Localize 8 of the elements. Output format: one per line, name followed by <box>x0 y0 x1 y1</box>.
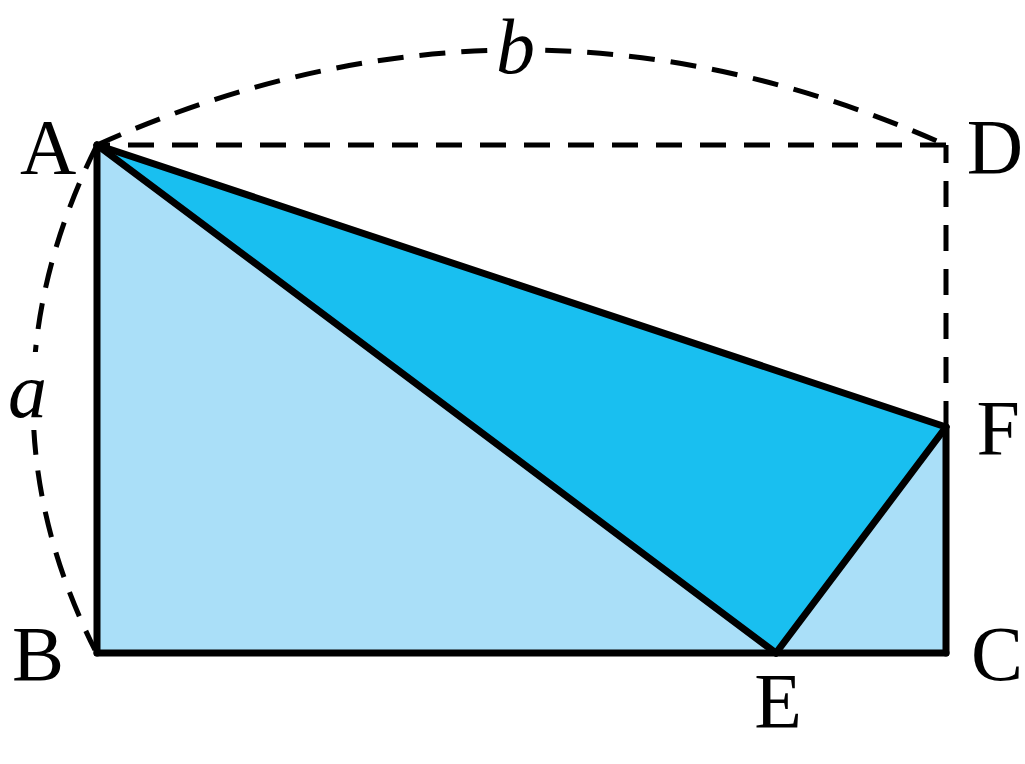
vertex-label: D <box>945 108 1023 186</box>
vertex-label: A <box>20 108 98 186</box>
line-segment <box>772 423 950 657</box>
dashed-line <box>943 145 949 427</box>
vertex-label: F <box>945 392 1020 464</box>
vertex-label: E <box>742 652 814 740</box>
vertex-label: C <box>945 618 1023 690</box>
vertex-label: B <box>12 618 98 690</box>
